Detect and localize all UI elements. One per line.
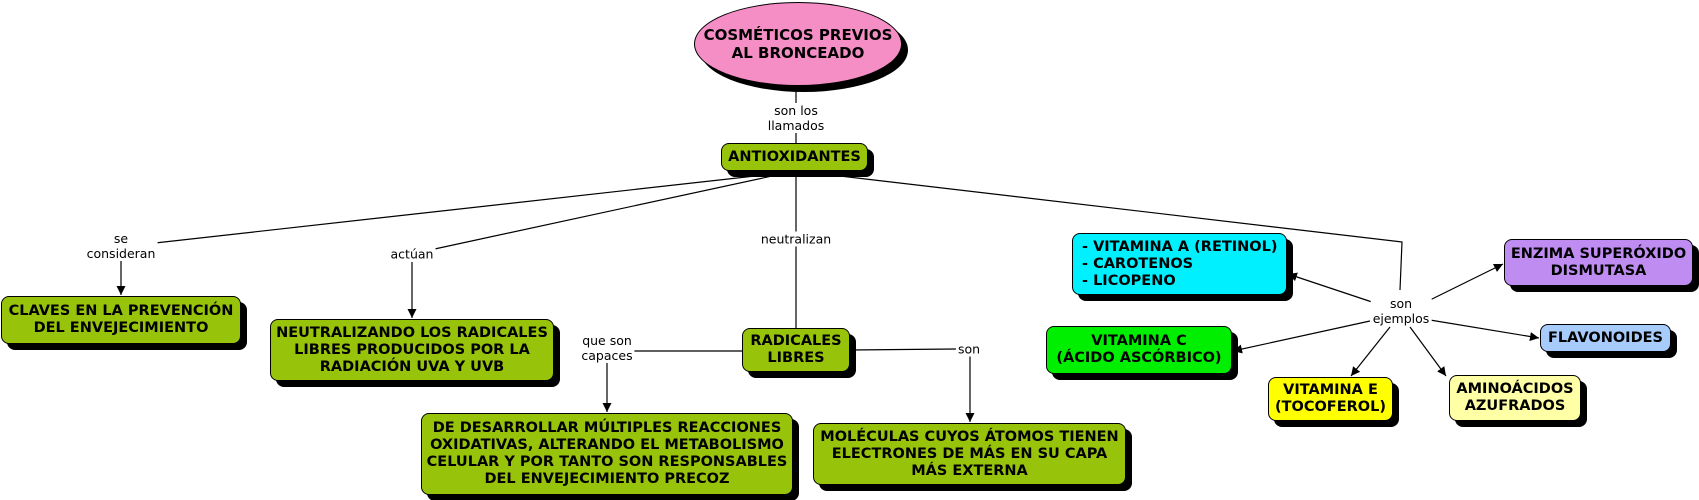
node-radicales-libres[interactable]: RADICALES LIBRES <box>742 328 850 372</box>
node-aminoacidos[interactable]: AMINOÁCIDOS AZUFRADOS <box>1449 375 1581 421</box>
node-antioxidantes[interactable]: ANTIOXIDANTES <box>721 143 868 171</box>
edge-antioxidantes-neutralizando <box>429 172 787 251</box>
link-label-se-consideran: se consideran <box>84 231 158 261</box>
edge-radicales-son <box>849 348 957 351</box>
node-flavonoides[interactable]: FLAVONOIDES <box>1540 324 1671 352</box>
link-label-son: son <box>955 341 983 357</box>
node-vitamina-c[interactable]: VITAMINA C (ÁCIDO ASCÓRBICO) <box>1046 326 1232 374</box>
link-label-son-ejemplos: son ejemplos <box>1370 296 1432 326</box>
node-claves-prevencion[interactable]: CLAVES EN LA PREVENCIÓN DEL ENVEJECIMIEN… <box>1 296 241 344</box>
edge-antioxidantes-claves <box>154 172 783 244</box>
edge-ejemplos-enzima <box>1429 263 1504 301</box>
link-label-son-los-llamados: son los llamados <box>765 103 827 133</box>
edge-antioxidantes-ejemplos <box>805 171 1403 291</box>
node-vitamina-e[interactable]: VITAMINA E (TOCOFEROL) <box>1268 377 1393 421</box>
edge-ejemplos-aminoacidos <box>1409 326 1447 377</box>
link-label-neutralizan: neutralizan <box>758 231 834 247</box>
node-enzima-superoxido[interactable]: ENZIMA SUPERÓXIDO DISMUTASA <box>1504 239 1693 286</box>
node-desarrollar-reacciones[interactable]: DE DESARROLLAR MÚLTIPLES REACCIONES OXID… <box>421 413 793 495</box>
edge-ejemplos-vitamina-e <box>1350 326 1391 377</box>
node-neutralizando-radicales[interactable]: NEUTRALIZANDO LOS RADICALES LIBRES PRODU… <box>270 319 554 381</box>
node-vitamina-a[interactable]: - VITAMINA A (RETINOL) - CAROTENOS - LIC… <box>1072 233 1287 295</box>
link-label-actuan: actúan <box>388 246 436 262</box>
node-cosmeticos-previos[interactable]: COSMÉTICOS PREVIOS AL BRONCEADO <box>694 2 902 86</box>
edge-ejemplos-vitamina-c <box>1232 320 1371 354</box>
edge-ejemplos-vitamina-a <box>1287 272 1373 303</box>
node-moleculas-atomos[interactable]: MOLÉCULAS CUYOS ÁTOMOS TIENEN ELECTRONES… <box>813 423 1126 485</box>
link-label-que-son-capaces: que son capaces <box>579 333 635 363</box>
edge-ejemplos-flavonoides <box>1429 319 1540 341</box>
